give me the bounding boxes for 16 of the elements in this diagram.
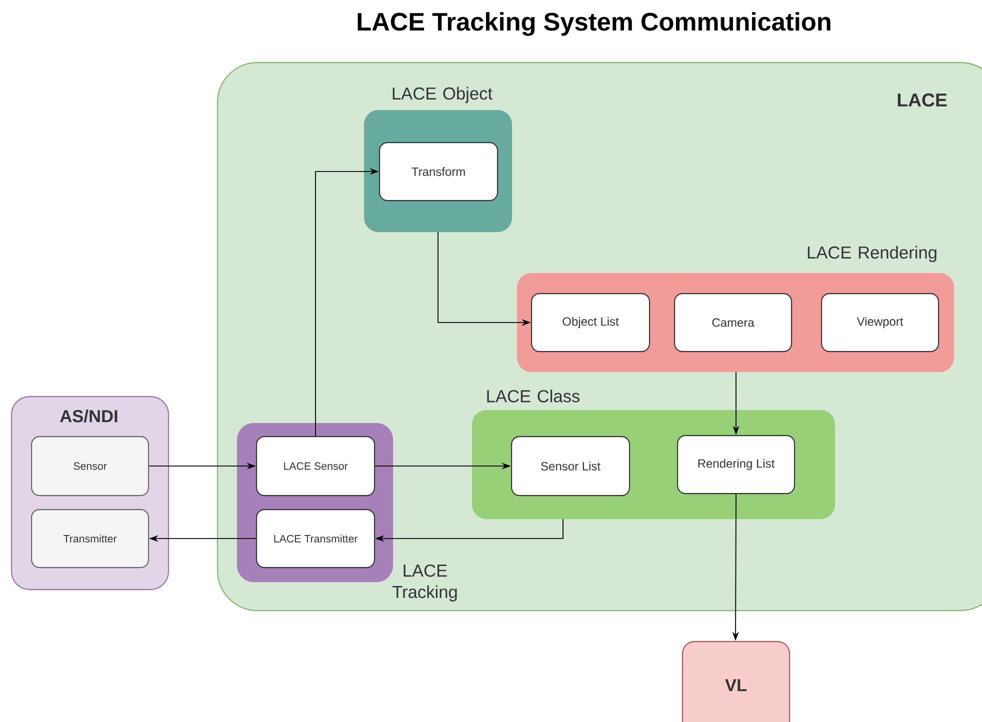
process-box: Transform (379, 142, 498, 202)
process-box: Object List (531, 293, 650, 352)
process-box: LACE Sensor (256, 436, 376, 496)
node-label: LACE Object (392, 86, 492, 104)
process-box: Sensor (31, 436, 150, 496)
node-label: LACE Rendering (808, 246, 936, 262)
process-box: Sensor List (511, 436, 630, 496)
node-label: LACE Tracking (392, 564, 457, 602)
process-box: Rendering List (677, 435, 796, 494)
title: LACE Tracking System Communication (358, 12, 830, 36)
process-box: Viewport (821, 293, 940, 352)
terminal-box: VL (682, 641, 790, 722)
process-box: Camera (674, 293, 792, 352)
process-box: Transmitter (31, 509, 150, 568)
node-label: LACE Class (487, 390, 580, 402)
process-box: LACE Transmitter (256, 509, 376, 568)
